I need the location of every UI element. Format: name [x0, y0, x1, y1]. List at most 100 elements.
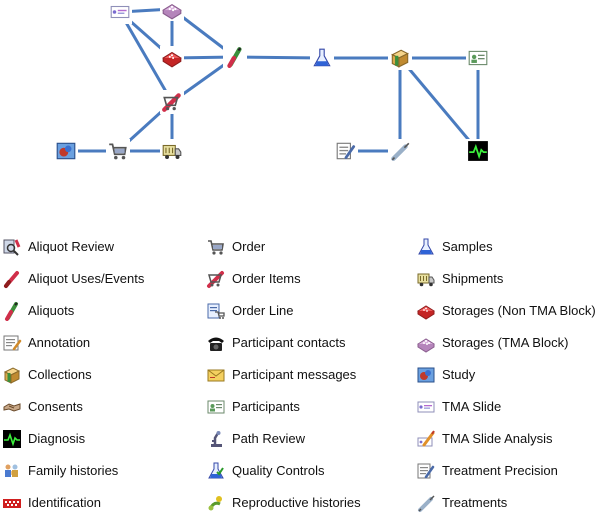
storages-tma-icon [162, 3, 182, 20]
node-storages-non-tma[interactable] [160, 46, 184, 70]
node-treatments[interactable] [388, 139, 412, 163]
legend-item: Collections [2, 363, 92, 387]
legend-item: Reproductive histories [206, 491, 361, 515]
legend-item: Participants [206, 395, 300, 419]
node-samples[interactable] [310, 46, 334, 70]
node-participants[interactable] [466, 46, 490, 70]
treatments-icon [391, 142, 410, 161]
node-storages-tma[interactable] [160, 0, 184, 21]
storages-tma-icon [416, 333, 436, 353]
legend-label: Family histories [28, 463, 119, 478]
legend-label: Samples [442, 239, 493, 254]
aliquot-review-icon [2, 237, 22, 257]
node-order[interactable] [106, 139, 130, 163]
participant-messages-icon [206, 365, 226, 385]
legend-item: Order [206, 235, 265, 259]
legend-label: Reproductive histories [232, 495, 361, 510]
order-items-icon [206, 269, 226, 289]
legend-label: Order Items [232, 271, 301, 286]
order-icon [206, 237, 226, 257]
legend-label: Collections [28, 367, 92, 382]
treatment-precision-icon [336, 142, 356, 160]
storages-non-tma-icon [416, 301, 436, 321]
legend-item: TMA Slide Analysis [416, 427, 553, 451]
study-icon [56, 142, 76, 160]
legend-label: Annotation [28, 335, 91, 350]
legend-item: Treatment Precision [416, 459, 558, 483]
edge-tma-slide-to-order-items [118, 11, 174, 103]
participants-icon [468, 50, 488, 66]
treatment-precision-icon [416, 461, 436, 481]
legend-item: Diagnosis [2, 427, 85, 451]
legend-label: Treatments [442, 495, 508, 510]
legend-label: Order [232, 239, 266, 254]
legend-label: Participant messages [232, 367, 357, 382]
legend-item: Storages (TMA Block) [416, 331, 568, 355]
legend-label: Aliquot Review [28, 239, 114, 254]
legend-label: Participants [232, 399, 300, 414]
reproductive-histories-icon [206, 493, 226, 513]
legend-label: Shipments [442, 271, 504, 286]
legend-item: Family histories [2, 459, 118, 483]
shipments-icon [416, 269, 436, 289]
legend-item: Consents [2, 395, 83, 419]
node-diagnosis[interactable] [466, 139, 490, 163]
aliquot-uses-events-icon [2, 269, 22, 289]
order-items-icon [162, 93, 181, 112]
legend-label: Participant contacts [232, 335, 346, 350]
participants-icon [206, 397, 226, 417]
legend-label: Order Line [232, 303, 294, 318]
quality-controls-icon [206, 461, 226, 481]
legend-item: Aliquot Review [2, 235, 114, 259]
order-icon [109, 143, 127, 160]
legend-item: Identification [2, 491, 101, 515]
legend-item: Study [416, 363, 475, 387]
storages-non-tma-icon [162, 51, 182, 68]
legend-item: Storages (Non TMA Block) [416, 299, 596, 323]
legend-item: Aliquot Uses/Events [2, 267, 144, 291]
legend-item: Order Items [206, 267, 301, 291]
legend-label: Path Review [232, 431, 305, 446]
legend-item: Aliquots [2, 299, 74, 323]
tma-slide-icon [110, 5, 130, 19]
study-icon [416, 365, 436, 385]
legend-item: TMA Slide [416, 395, 501, 419]
shipments-icon [162, 144, 182, 160]
diagnosis-icon [2, 429, 22, 449]
legend-label: Storages (TMA Block) [442, 335, 569, 350]
identification-icon [2, 493, 22, 513]
aliquots-icon [2, 301, 22, 321]
node-order-items[interactable] [160, 90, 184, 114]
node-collections[interactable] [388, 46, 412, 70]
legend-label: Diagnosis [28, 431, 86, 446]
node-aliquots[interactable] [223, 45, 247, 69]
legend-label: TMA Slide [442, 399, 502, 414]
edge-collections-to-diagnosis [398, 57, 480, 152]
node-tma-slide[interactable] [108, 0, 132, 24]
node-study[interactable] [54, 139, 78, 163]
legend-label: Treatment Precision [442, 463, 558, 478]
legend-item: Order Line [206, 299, 293, 323]
annotation-icon [2, 333, 22, 353]
legend-item: Quality Controls [206, 459, 324, 483]
order-line-icon [206, 301, 226, 321]
diagnosis-icon [468, 141, 488, 161]
legend-item: Participant contacts [206, 331, 345, 355]
tma-slide-analysis-icon [416, 429, 436, 449]
collections-icon [391, 49, 409, 68]
legend-label: Aliquot Uses/Events [28, 271, 145, 286]
relationship-diagram [54, 0, 490, 163]
diagram-edges [66, 7, 480, 153]
path-review-icon [206, 429, 226, 449]
node-treatment-precision[interactable] [334, 139, 358, 163]
legend-item: Path Review [206, 427, 305, 451]
node-shipments[interactable] [160, 139, 184, 163]
collections-icon [2, 365, 22, 385]
legend-item: Samples [416, 235, 493, 259]
legend-item: Shipments [416, 267, 503, 291]
participant-contacts-icon [206, 333, 226, 353]
diagram-nodes [54, 0, 490, 163]
legend-label: Aliquots [28, 303, 75, 318]
tma-slide-icon [416, 397, 436, 417]
